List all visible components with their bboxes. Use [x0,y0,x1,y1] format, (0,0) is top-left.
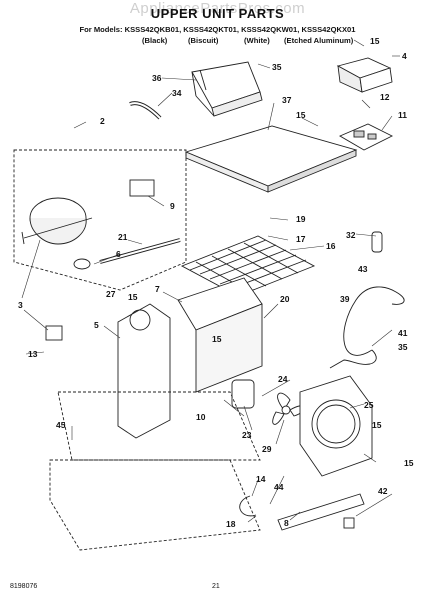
part-label: 32 [346,230,356,240]
part-label: 24 [278,374,288,384]
page-number: 21 [212,583,220,590]
models-line: For Models: KSSS42QKB01, KSSS42QKT01, KS… [79,25,356,34]
side-panel-drawing [117,303,171,439]
control-board-drawing [339,123,394,151]
part-label: 29 [262,444,272,454]
clip-drawing [343,517,355,529]
part-label: 15 [370,36,380,46]
evaporator-coil-drawing [180,235,316,297]
part-label: 41 [398,328,408,338]
bottom-bracket-drawing [277,493,365,531]
part-label: 17 [296,234,306,244]
part-label: 21 [118,232,128,242]
part-label: 44 [274,482,284,492]
part-label: 13 [28,349,38,359]
shelf-plate-drawing [184,125,358,187]
part-label: 3 [18,300,23,310]
wire-harness-drawing [239,495,257,517]
part-label: 43 [358,264,368,274]
part-label: 15 [296,110,306,120]
power-cord-drawing [343,286,405,356]
finish-black: (Black) [142,36,168,45]
part-label: 39 [340,294,350,304]
part-label: 35 [272,62,282,72]
part-label: 2 [100,116,105,126]
finish-biscuit: (Biscuit) [188,36,219,45]
part-label: 4 [402,51,407,61]
watermark: AppliancePartsPros.com [129,0,306,17]
part-label: 15 [212,334,222,344]
fan-shroud-drawing [299,375,373,477]
document-number: 8198076 [10,583,38,590]
part-label: 14 [256,474,266,484]
part-label: 35 [398,342,408,352]
part-label: 9 [170,201,175,211]
base-tray-drawing [49,391,261,551]
control-box-cover-drawing [336,57,393,93]
thermostat-drawing [45,325,63,341]
finish-etched-aluminum: (Etched Aluminum) [284,36,354,45]
part-label: 16 [326,241,336,251]
part-label: 10 [196,412,206,422]
part-label: 25 [364,400,374,410]
page-title: UPPER UNIT PARTS [150,6,285,21]
fan-motor-drawing [231,379,255,409]
part-label: 6 [116,249,121,259]
part-label: 11 [398,110,407,120]
relay-drawing [129,179,155,197]
part-label: 15 [372,420,382,430]
part-label: 5 [94,320,99,330]
part-label: 37 [282,95,292,105]
part-label: 34 [172,88,182,98]
finish-white: (White) [244,36,270,45]
part-label: 12 [380,92,390,102]
part-label: 7 [155,284,160,294]
part-label: 15 [128,292,138,302]
part-label: 27 [106,289,116,299]
part-label: 42 [378,486,388,496]
drier-drawing [73,238,181,270]
part-label: 45 [56,420,66,430]
part-label: 36 [152,73,162,83]
part-label: 20 [280,294,290,304]
switch-drawing [371,231,383,253]
part-label: 23 [242,430,252,440]
part-label: 8 [284,518,289,528]
part-label: 19 [296,214,306,224]
evaporator-cover-drawing [191,61,263,117]
part-label: 18 [226,519,236,529]
part-label: 15 [404,458,414,468]
compressor-drawing [21,197,93,245]
